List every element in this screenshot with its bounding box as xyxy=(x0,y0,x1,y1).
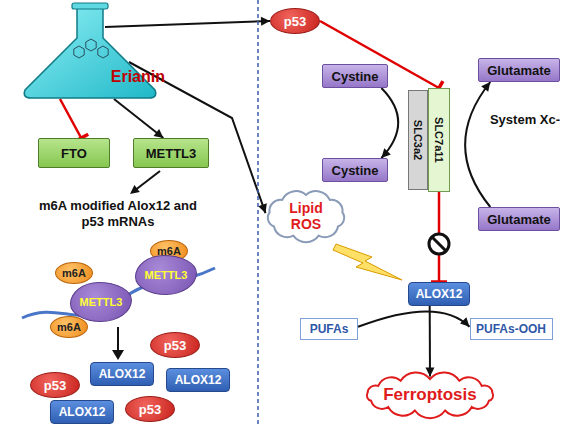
node-text: METTL3 xyxy=(145,269,188,281)
node-text: Ferroptosis xyxy=(383,385,477,405)
protein-box: ALOX12 xyxy=(408,282,470,306)
protein-box: ALOX12 xyxy=(50,400,114,424)
metabolite-box: Glutamate xyxy=(478,58,560,82)
enzyme-box: METTL3 xyxy=(133,138,209,168)
protein-oval: p53 xyxy=(270,8,320,34)
cloud-node: Lipid ROS xyxy=(262,188,350,244)
node-text: ALOX12 xyxy=(175,373,222,387)
node-text: Lipid ROS xyxy=(280,200,332,232)
node-text: m6A xyxy=(57,321,81,333)
node-text: Cystine xyxy=(332,163,379,178)
flask-shape xyxy=(15,2,165,102)
protein-oval: p53 xyxy=(125,396,175,422)
enzyme-box: FTO xyxy=(38,138,110,168)
metabolite-box: Cystine xyxy=(322,158,388,182)
metabolite-box: Glutamate xyxy=(478,207,560,231)
connector xyxy=(320,21,443,95)
lipid-box: PUFAs-OOH xyxy=(470,318,553,340)
connector xyxy=(105,17,270,27)
pointer-arrow xyxy=(112,327,124,360)
protein-oval: p53 xyxy=(150,332,200,358)
node-text: p53 xyxy=(44,378,66,393)
protein-box: ALOX12 xyxy=(166,368,230,392)
lightning-bolt xyxy=(333,244,402,280)
node-text: PUFAs-OOH xyxy=(476,322,546,336)
system-label: System Xc- xyxy=(488,112,562,128)
node-text: p53 xyxy=(284,14,306,29)
node-text: PUFAs xyxy=(310,322,349,336)
node-text: ALOX12 xyxy=(416,287,463,301)
modification-oval: m6A xyxy=(50,316,88,338)
node-text: METTL3 xyxy=(80,296,123,308)
connector xyxy=(60,99,88,142)
node-text: Glutamate xyxy=(487,63,551,78)
protein-box: ALOX12 xyxy=(90,362,154,386)
modification-oval: m6A xyxy=(55,262,93,284)
connector xyxy=(425,306,434,377)
node-text: ALOX12 xyxy=(99,367,146,381)
cloud-node: Ferroptosis xyxy=(360,372,500,418)
node-text: SLC7a11 xyxy=(433,117,445,163)
node-text: m6A xyxy=(62,267,86,279)
no-sign xyxy=(429,234,449,254)
divider-line xyxy=(257,0,259,427)
enzyme-blob: METTL3 xyxy=(70,282,132,322)
connector xyxy=(465,82,490,207)
node-text: Glutamate xyxy=(487,212,551,227)
lipid-box: PUFAs xyxy=(300,318,358,340)
node-text: p53 xyxy=(164,338,186,353)
connector xyxy=(114,99,163,138)
node-text: FTO xyxy=(61,146,87,161)
transporter-subunit: SLC7a11 xyxy=(428,88,450,192)
connector xyxy=(381,88,398,158)
connector xyxy=(358,311,470,326)
protein-oval: p53 xyxy=(30,372,80,398)
metabolite-box: Cystine xyxy=(322,64,388,88)
transporter-subunit: SLC3a2 xyxy=(408,90,428,190)
node-text: Cystine xyxy=(332,69,379,84)
enzyme-blob: METTL3 xyxy=(135,255,197,295)
node-text: ALOX12 xyxy=(59,405,106,419)
caption-label: m6A modified Alox12 and p53 mRNAs xyxy=(28,198,208,230)
node-text: SLC3a2 xyxy=(412,120,424,160)
pointer-arrow xyxy=(130,171,160,194)
node-text: p53 xyxy=(139,402,161,417)
node-text: Erianin xyxy=(111,68,165,86)
node-text: METTL3 xyxy=(146,146,197,161)
flask-node: Erianin xyxy=(15,2,165,102)
